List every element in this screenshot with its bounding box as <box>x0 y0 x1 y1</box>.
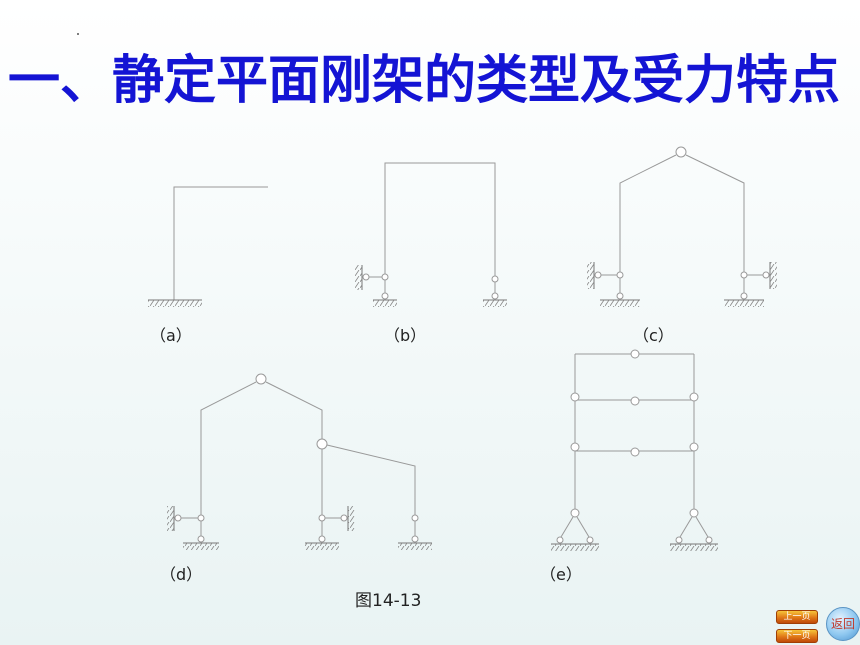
prev-page-button[interactable]: 上一页 <box>776 610 818 624</box>
return-button[interactable]: 返回 <box>826 607 860 641</box>
next-page-button[interactable]: 下一页 <box>776 629 818 643</box>
frame-a <box>148 186 268 307</box>
label-d: （d） <box>160 565 203 584</box>
frame-e <box>551 349 718 551</box>
label-b: （b） <box>384 326 427 345</box>
decor-dot <box>77 33 79 35</box>
label-e: （e） <box>540 565 582 584</box>
label-c: （c） <box>633 326 674 345</box>
figure-caption: 图14-13 <box>355 591 422 611</box>
frame-c <box>587 146 777 307</box>
frame-b <box>355 162 507 307</box>
frame-d <box>167 373 432 550</box>
label-a: （a） <box>150 326 192 345</box>
page-title: 一、静定平面刚架的类型及受力特点 <box>8 51 841 111</box>
